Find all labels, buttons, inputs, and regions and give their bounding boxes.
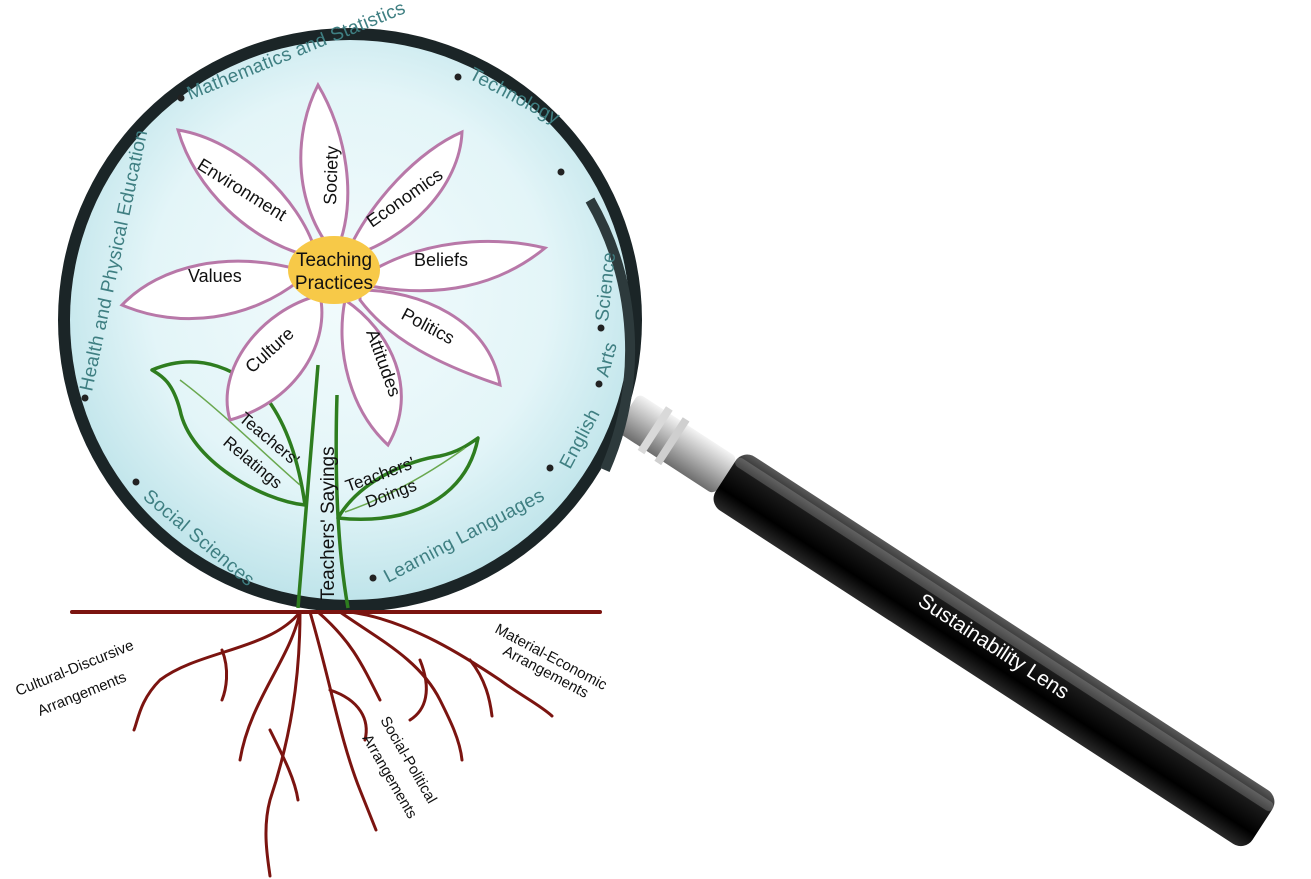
magnifier-handle: Sustainability Lens bbox=[609, 385, 1280, 852]
center-label-1: Teaching bbox=[296, 250, 372, 271]
bullet-dot bbox=[370, 575, 377, 582]
handle-neck bbox=[615, 393, 738, 494]
bullet-dot bbox=[558, 169, 565, 176]
bullet-dot bbox=[455, 74, 462, 81]
bullet-dot bbox=[596, 381, 603, 388]
bullet-dot bbox=[547, 465, 554, 472]
bullet-dot bbox=[598, 325, 605, 332]
petal-label-society: Society bbox=[320, 145, 342, 205]
petal-label-beliefs: Beliefs bbox=[414, 250, 468, 270]
bullet-dot bbox=[133, 479, 140, 486]
stem-label-sayings: Teachers' Sayings bbox=[318, 446, 339, 600]
petal-label-values: Values bbox=[188, 266, 242, 286]
handle-sheen bbox=[733, 456, 1275, 813]
center-label-2: Practices bbox=[295, 273, 373, 294]
root-branch bbox=[318, 612, 380, 700]
root-branch bbox=[266, 612, 300, 876]
bullet-dot bbox=[178, 95, 185, 102]
root-branch bbox=[222, 650, 227, 700]
root-labels: Cultural-Discursive Arrangements Social-… bbox=[13, 621, 610, 822]
bullet-dot bbox=[82, 395, 89, 402]
